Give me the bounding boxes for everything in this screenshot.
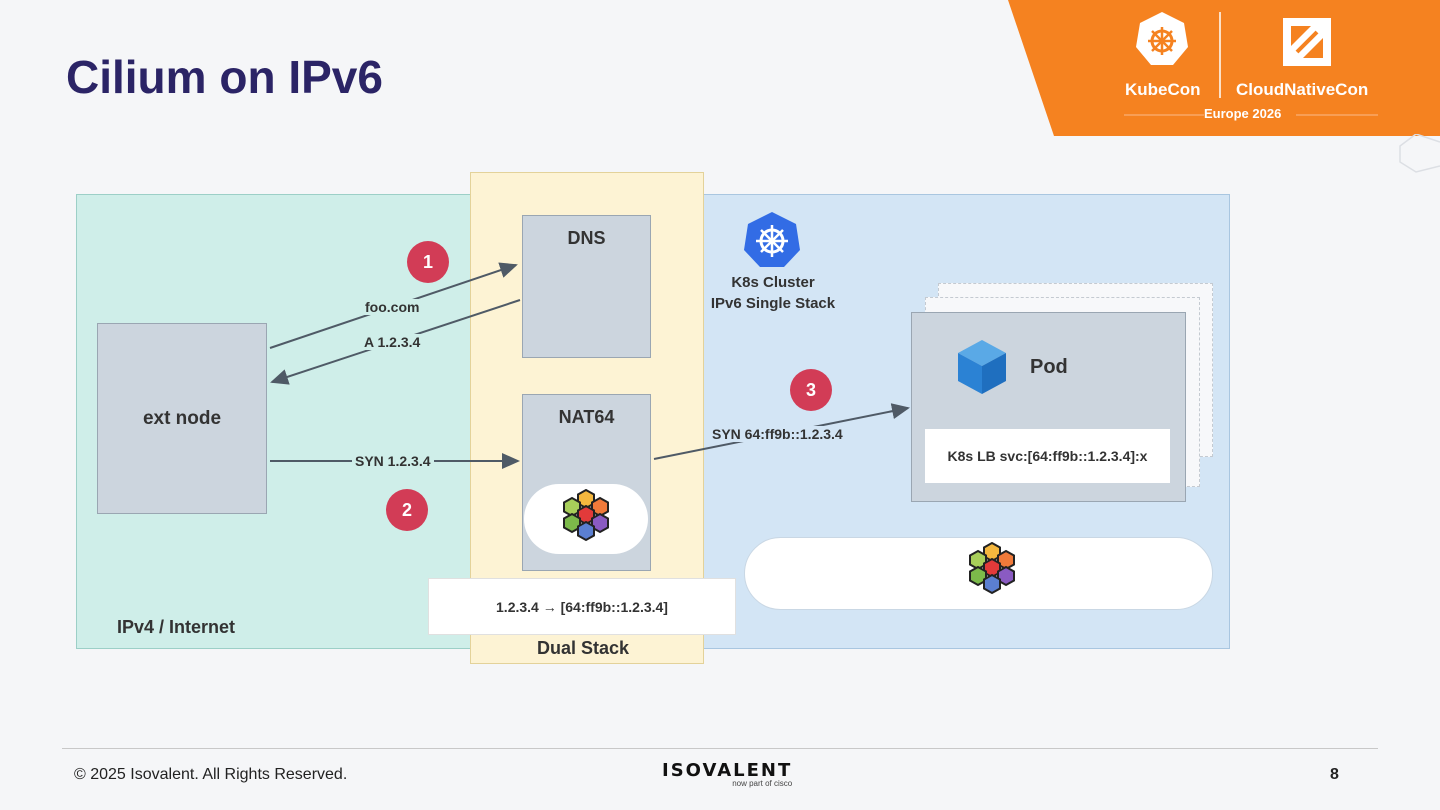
zone-ipv4-label: IPv4 / Internet [117,617,236,637]
isovalent-logo-sub: now part of cisco [732,779,793,788]
pod-label: Pod [1030,356,1068,378]
page-number: 8 [1330,766,1339,783]
kubecon-label: KubeCon [1125,80,1201,99]
page-title: Cilium on IPv6 [66,51,383,103]
cilium-hexagon-icon [563,489,609,542]
event-label: Europe 2026 [1204,106,1282,121]
step-badge-2: 2 [386,489,428,531]
dns-box: DNS [522,215,651,358]
cluster-cilium-pill [744,537,1213,610]
arrow-label-query: foo.com [362,299,423,315]
event-banner: KubeCon CloudNativeCon Europe 2026 [1008,0,1440,136]
cloudnativecon-label: CloudNativeCon [1236,80,1369,99]
isovalent-logo-text: ISOVALENT [662,760,793,781]
step-badge-3: 3 [790,369,832,411]
decorative-hexagon [1399,134,1440,173]
k8s-lb-svc-box: K8s LB svc:[64:ff9b::1.2.3.4]:x [925,429,1170,483]
ext-node-box: ext node [97,323,267,514]
isovalent-logo: ISOVALENT now part of cisco [662,760,792,788]
ext-node-label: ext node [142,407,222,429]
zone-dual-label: Dual Stack [537,638,630,658]
banner-shape [1008,0,1440,136]
kubernetes-helm-icon [744,212,800,267]
cluster-label: K8s Cluster IPv6 Single Stack [700,272,846,314]
dns-label: DNS [567,228,606,248]
nat64-cilium-pill [524,484,648,554]
arrow-label-answer: A 1.2.3.4 [361,334,424,350]
kubecon-logo-icon [1136,12,1188,65]
arrow-label-syn-ipv4: SYN 1.2.3.4 [352,453,434,469]
cluster-label-line2: IPv6 Single Stack [710,295,836,312]
cilium-hexagon-icon [969,542,1015,595]
footer-divider [62,748,1378,749]
step-badge-1: 1 [407,241,449,283]
cncf-logo-icon [1283,18,1331,66]
cluster-label-line1: K8s Cluster [731,274,815,291]
k8s-lb-svc-label: K8s LB svc:[64:ff9b::1.2.3.4]:x [947,448,1148,464]
nat64-label: NAT64 [558,407,615,427]
nat64-mapping-label: 1.2.3.4 → [64:ff9b::1.2.3.4] [496,598,668,615]
nat64-mapping-box: 1.2.3.4 → [64:ff9b::1.2.3.4] [428,578,736,635]
copyright-text: © 2025 Isovalent. All Rights Reserved. [74,766,348,783]
cube-icon [958,340,1006,394]
arrow-label-syn-ipv6: SYN 64:ff9b::1.2.3.4 [709,426,846,442]
